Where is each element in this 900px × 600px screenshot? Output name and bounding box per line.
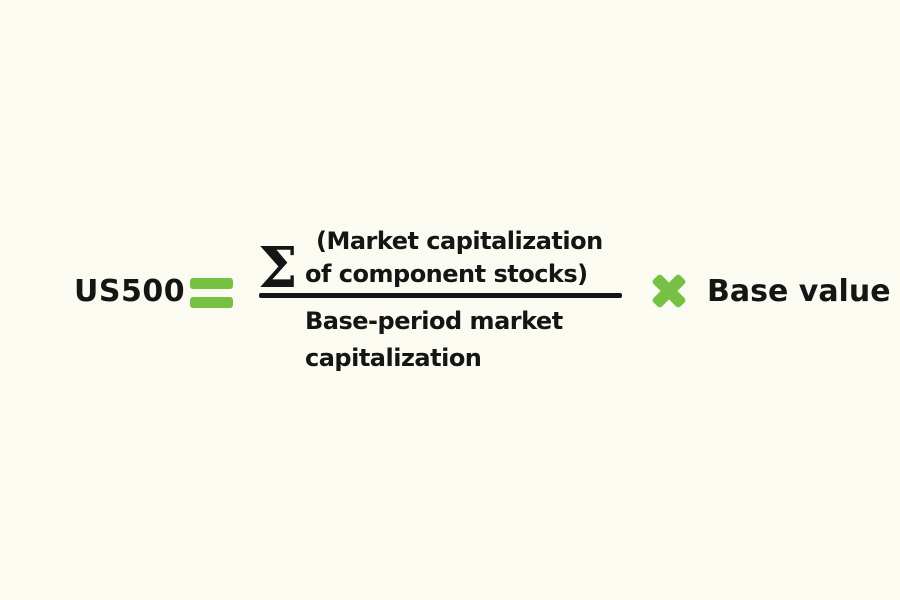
equals-icon (190, 278, 233, 308)
base-value-label: Base value (707, 274, 891, 309)
denominator-line-2: capitalization (305, 344, 482, 372)
equals-bar-bottom (190, 297, 233, 308)
numerator-line-2: of component stocks) (305, 260, 588, 288)
equals-bar-top (190, 278, 233, 289)
index-symbol-label: US500 (74, 274, 186, 309)
numerator-line-1: (Market capitalization (316, 227, 603, 255)
denominator-line-1: Base-period market (305, 307, 563, 335)
fraction-bar (259, 293, 622, 298)
multiply-icon (649, 271, 689, 311)
sigma-symbol: Σ (258, 235, 298, 301)
